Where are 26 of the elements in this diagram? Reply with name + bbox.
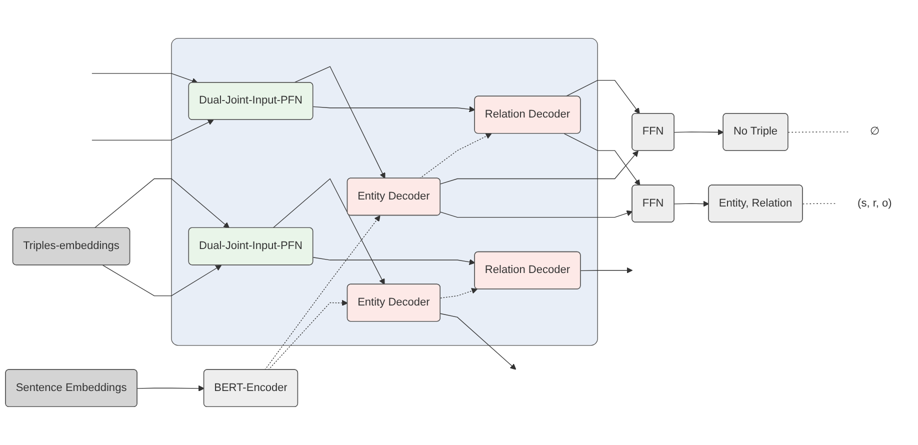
arrow [564, 133, 640, 186]
arrow [419, 133, 492, 179]
arrow [312, 106, 476, 112]
arrow [312, 257, 476, 265]
arrow [440, 313, 516, 370]
node-text: ∅ [870, 126, 880, 138]
arrow [92, 120, 214, 141]
node-text: (s, r, o) [858, 197, 892, 210]
arrow [440, 288, 478, 298]
arrow [272, 178, 385, 285]
arrow [674, 200, 710, 207]
arrow [264, 215, 380, 370]
arrow [674, 129, 724, 136]
arrow [440, 210, 633, 218]
arrow [294, 66, 386, 179]
arrow [92, 73, 198, 84]
cluster [171, 38, 598, 346]
arrow [565, 80, 640, 114]
arrow [580, 267, 633, 274]
arrow [440, 150, 638, 184]
connector [802, 203, 838, 204]
arrow [102, 264, 222, 296]
arrow [137, 385, 204, 392]
arrow [268, 300, 348, 370]
connector [788, 132, 850, 133]
arrow [94, 178, 230, 228]
